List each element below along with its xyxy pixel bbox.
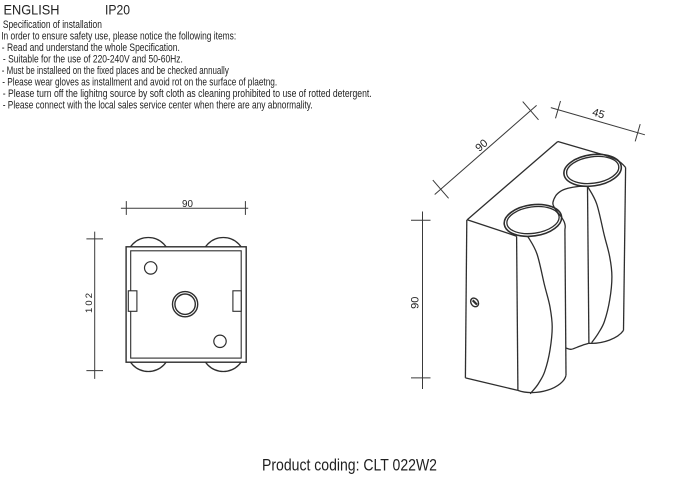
svg-text:90: 90 — [473, 137, 490, 154]
svg-text:- Suitable for the use of 220-: - Suitable for the use of 220-240V and 5… — [3, 53, 183, 65]
svg-text:Product coding: CLT 022W2: Product coding: CLT 022W2 — [262, 457, 437, 475]
svg-text:Specification of installation: Specification of installation — [3, 19, 102, 31]
svg-text:- Must be installeed on the fi: - Must be installeed on the fixed places… — [2, 65, 229, 77]
svg-text:90: 90 — [409, 297, 421, 309]
svg-text:- Please connect with the loca: - Please connect with the local sales se… — [3, 99, 313, 111]
svg-text:In order to ensure safety use,: In order to ensure safety use, please no… — [1, 30, 236, 42]
svg-text:- Please wear gloves as instal: - Please wear gloves as installment and … — [2, 76, 277, 88]
svg-text:IP20: IP20 — [105, 2, 130, 18]
svg-text:102: 102 — [84, 293, 95, 313]
svg-text:- Please turn off the lighitng: - Please turn off the lighitng source by… — [3, 88, 372, 100]
svg-text:- Read and understand the whol: - Read and understand the whole Specific… — [2, 42, 180, 54]
svg-text:90: 90 — [182, 199, 193, 210]
svg-text:45: 45 — [591, 107, 606, 122]
svg-text:ENGLISH: ENGLISH — [4, 2, 60, 18]
